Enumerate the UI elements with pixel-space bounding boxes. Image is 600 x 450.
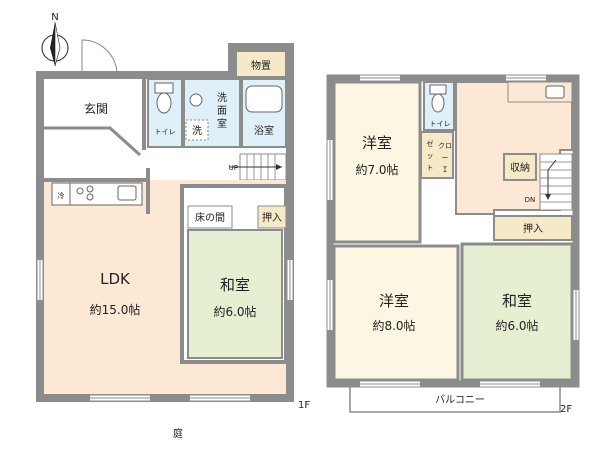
storage-1f-label: 物置	[251, 59, 271, 72]
yoshitsu-8-size: 約8.0帖	[372, 318, 415, 333]
toilet-2f-bowl-icon	[431, 93, 445, 113]
shuno-label: 収納	[510, 161, 530, 174]
closet-label-a: クロ	[438, 142, 452, 150]
washitsu-2f-size: 約6.0帖	[495, 318, 538, 333]
tokonoma-label: 床の間	[195, 211, 225, 224]
svg-text:ト: ト	[427, 164, 434, 172]
washitsu-2f-room	[460, 242, 574, 382]
stairs-1f: UP	[229, 153, 287, 181]
oshiire-2f-label: 押入	[523, 222, 543, 235]
yoshitsu-7-label: 洋室	[362, 134, 392, 152]
washroom-room	[183, 78, 241, 148]
floor-2f: バルコニー 洋室 約7.0帖 クロ ー ゼ ッ ト Ｉ トイレ 収納	[326, 74, 580, 415]
washer-label: 洗	[192, 125, 202, 137]
floor-1f-label: 1F	[298, 400, 310, 411]
sink-icon	[117, 185, 137, 201]
stove-burner-icon	[86, 193, 94, 201]
yoshitsu-8-room	[332, 244, 460, 382]
oshiire-1f	[257, 205, 287, 229]
compass: N	[41, 12, 69, 67]
bathroom-label: 浴室	[254, 124, 274, 137]
ldk-label: LDK	[100, 270, 131, 288]
bathtub-icon	[245, 85, 283, 113]
floor-2f-label: 2F	[560, 404, 572, 415]
washitsu-1f-size: 約6.0帖	[213, 304, 256, 319]
compass-needle-half	[54, 21, 61, 67]
1f-window-lines	[39, 260, 291, 399]
floor-1f: 玄関 トイレ 洗 洗 面 室 物置 浴室 UP	[36, 39, 310, 411]
hall-2f-sink-icon	[545, 85, 565, 99]
oshiire-2f	[493, 215, 573, 241]
washer-space	[185, 119, 209, 141]
2f-window-lines	[329, 77, 577, 385]
fridge-label: 冷	[58, 191, 65, 200]
ldk-size: 約15.0帖	[90, 302, 141, 317]
compass-north-label: N	[51, 12, 58, 23]
genkan-label: 玄関	[84, 101, 108, 116]
washitsu-1f-room	[187, 229, 283, 359]
stairs-up-label: UP	[229, 164, 238, 172]
washroom-label-2: 面	[217, 106, 227, 117]
yoshitsu-8-label: 洋室	[379, 292, 409, 310]
closet-room	[420, 131, 454, 179]
yoshitsu-7-room	[332, 80, 422, 244]
entrance-door-icon	[81, 39, 118, 76]
svg-text:ー: ー	[442, 154, 449, 162]
oshiire-1f-label: 押入	[262, 211, 282, 224]
toilet-1f-bowl-icon	[156, 92, 172, 114]
closet-label-b: ゼ	[427, 139, 434, 148]
washroom-label-1: 洗	[217, 92, 227, 104]
balcony-area	[349, 383, 561, 413]
svg-text:ッ: ッ	[427, 152, 434, 160]
stairs-2f-box	[539, 153, 573, 211]
tokonoma-area	[187, 205, 233, 229]
washbasin-icon	[189, 93, 203, 107]
storage-1f-room	[235, 50, 287, 78]
garden-label: 庭	[173, 427, 183, 440]
stove-burner-icon	[76, 187, 84, 195]
toilet-2f-tank-icon	[429, 84, 447, 95]
shuno-room	[503, 153, 537, 181]
stove-burner-icon	[86, 185, 94, 193]
genkan-step	[44, 126, 142, 157]
toilet-2f-label: トイレ	[430, 120, 451, 128]
svg-text:Ｉ: Ｉ	[442, 166, 449, 174]
toilet-1f-label: トイレ	[155, 128, 176, 136]
washitsu-2f-label: 和室	[502, 292, 532, 310]
yoshitsu-7-size: 約7.0帖	[355, 162, 398, 177]
stairs-2f-arrow-icon	[547, 159, 557, 196]
washitsu-1f-label: 和室	[220, 276, 250, 294]
toilet-1f-tank-icon	[154, 82, 174, 94]
stairs-2f: DN	[525, 153, 573, 211]
balcony-label: バルコニー	[435, 394, 485, 406]
washroom-label-3: 室	[217, 117, 227, 130]
stairs-dn-label: DN	[525, 196, 536, 204]
